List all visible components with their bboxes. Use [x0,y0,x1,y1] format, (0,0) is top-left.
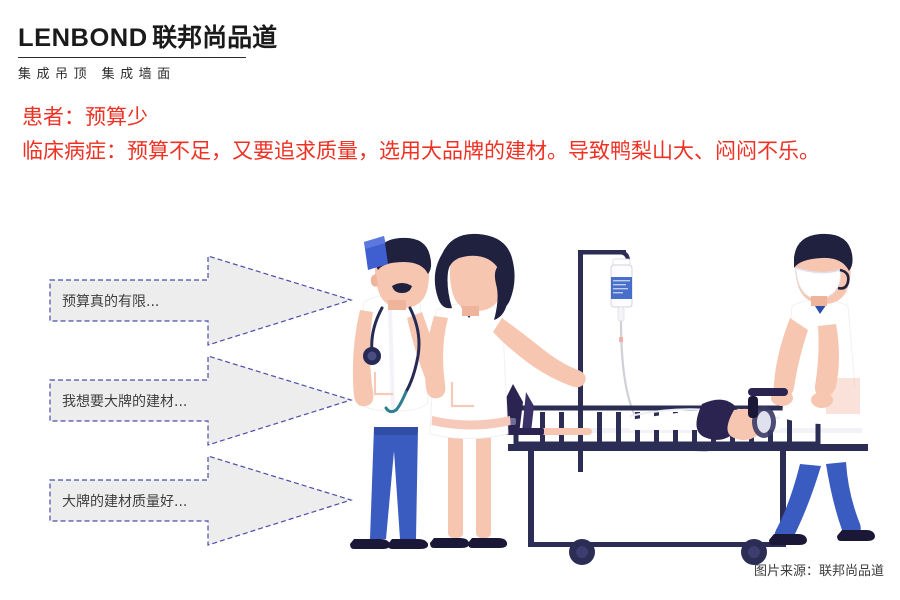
orderly-arm-back [773,318,808,397]
bed-deck [508,444,868,451]
orderly-leg-front [826,462,861,537]
patient-mask [757,411,771,433]
nurse-hem [431,416,511,430]
arrow-shape [49,355,353,446]
brand-tagline: 集成吊顶 集成墙面 [18,67,176,82]
arrow-shape [49,455,353,546]
orderly-leg-back [774,464,821,544]
doctor-trousers [370,427,418,539]
arrow-shape [49,255,353,346]
nurse-neck [462,306,479,316]
headline-line-symptom: 临床病症：预算不足，又要追求质量，选用大品牌的建材。导致鸭梨山大、闷闷不乐。 [22,139,820,163]
nurse-figure [425,233,586,548]
page-headline: 患者：预算少 临床病症：预算不足，又要追求质量，选用大品牌的建材。导致鸭梨山大、… [22,100,820,168]
headline-line-patient: 患者：预算少 [22,105,148,129]
orderly-arm-front [814,324,839,396]
doctor-mustache [392,283,412,293]
bed-wheels [569,539,767,565]
iv-bag [610,258,633,308]
brand-chinese-name: 联邦尚品道 [152,23,278,52]
nurse-dress [429,302,509,439]
nurse-leg-left [448,430,463,538]
callout-arrow-1: 我想要大牌的建材... [48,353,353,448]
brand-latin-name: LENBOND [18,24,148,52]
iv-drip-chamber [617,306,625,322]
orderly-hair [794,233,853,271]
callout-arrow-0: 预算真的有限... [48,253,353,348]
doctor-figure [350,236,448,549]
iv-pole [578,250,583,472]
nurse-arm-right [493,318,586,388]
doctor-hair [374,237,432,274]
nurse-pocket [450,382,474,408]
gurney-push-handle [748,388,788,396]
bed-lower-frame [528,542,786,547]
nurse-leg-right [476,430,491,538]
orderly-shoe-front [837,530,875,541]
orderly-hand-front [811,392,833,408]
nurse-shoe-right [468,538,508,548]
orderly-shoe-back [769,534,807,545]
callout-label-1: 我想要大牌的建材... [62,394,188,410]
doctor-pocket [373,372,393,396]
callout-arrow-2: 大牌的建材质量好... [48,453,353,548]
doctor-neck [388,300,406,310]
bed-leg-right [780,451,786,547]
orderly-neck [811,296,827,306]
doctor-shoe-left [350,539,391,549]
nurse-hair [434,233,515,309]
doctor-arm-left [352,310,374,407]
stethoscope [363,306,421,414]
nurse-shoe-left [430,538,470,548]
nurse-arm-left [425,316,448,399]
bed-leg-left [528,451,534,547]
callout-label-0: 预算真的有限... [62,294,160,310]
orderly-figure [748,233,875,545]
brand-logo: LENBOND 联邦尚品道 集成吊顶 集成墙面 [18,18,277,82]
iv-top-bar [578,250,626,255]
callout-label-2: 大牌的建材质量好... [62,494,188,510]
brand-logo-main: LENBOND 联邦尚品道 [18,18,277,54]
source-credit: 图片来源：联邦尚品道 [753,564,884,579]
hospital-illustration [330,232,900,580]
brand-divider [18,57,246,58]
iv-tube-marker [619,337,623,342]
orderly-mask-strap [837,268,850,290]
nurse-face [449,247,504,312]
doctor-shoe-right [388,539,429,549]
